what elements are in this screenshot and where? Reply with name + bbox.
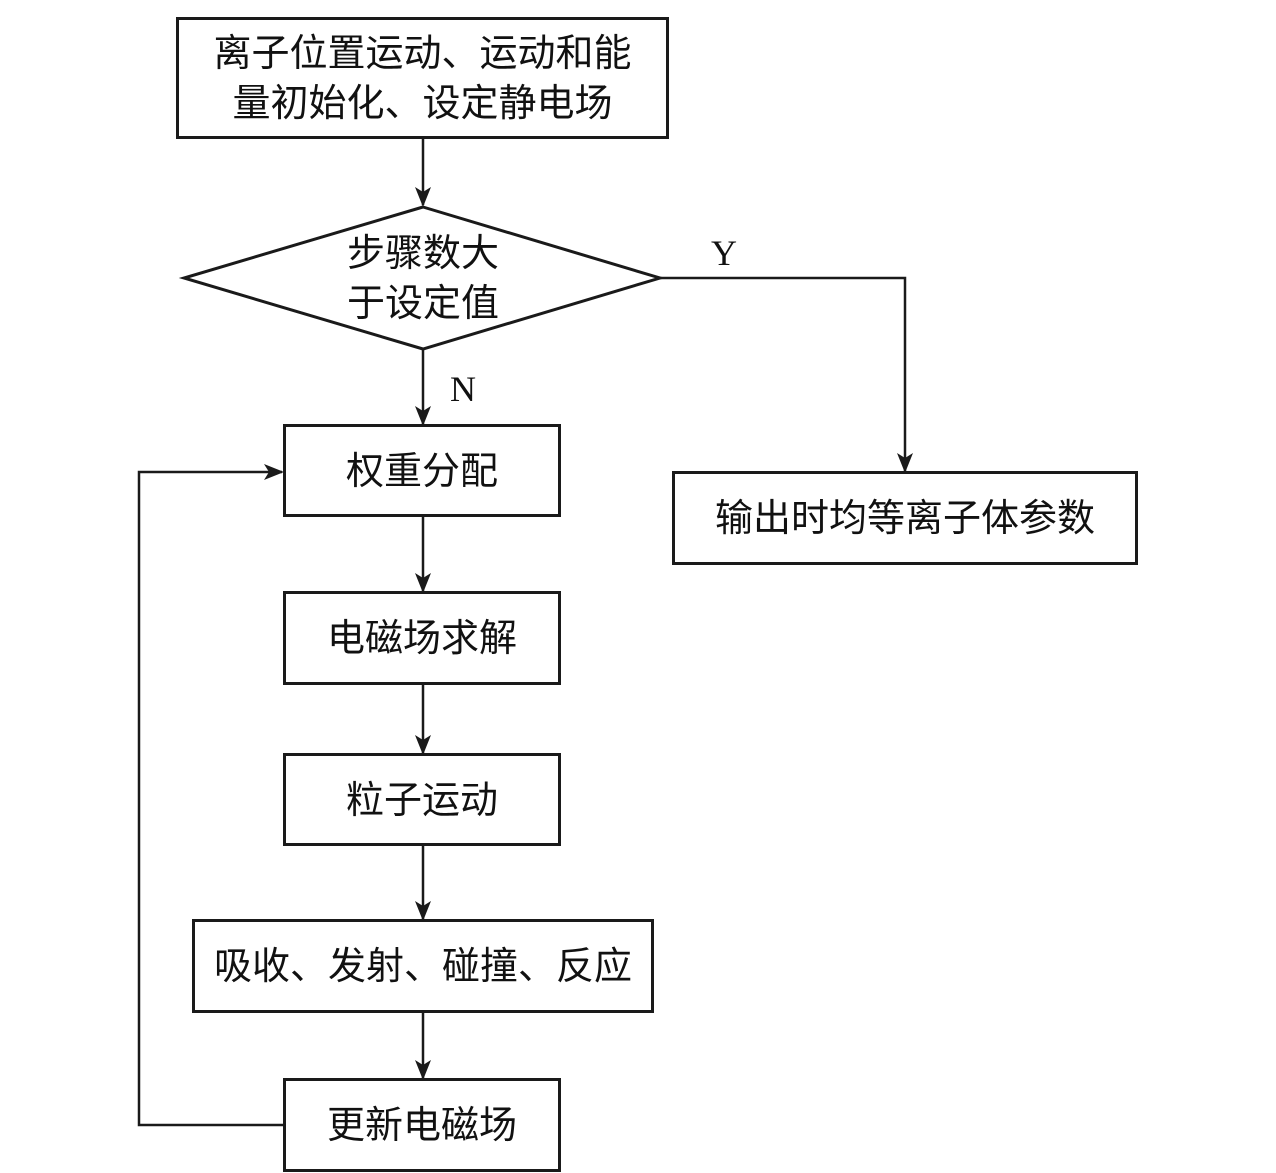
- yes-label: Y: [711, 233, 737, 273]
- decision-text-line1: 步骤数大: [346, 231, 499, 275]
- decision-diamond: [178, 205, 666, 351]
- collisions-box: 吸收、发射、碰撞、反应: [192, 919, 654, 1013]
- decision-text-line2: 于设定值: [346, 281, 499, 325]
- particle-motion-box: 粒子运动: [283, 753, 561, 846]
- weight-box: 权重分配: [283, 424, 561, 517]
- arrow-loop-back: [137, 464, 284, 1127]
- arrow-decision-to-output: [660, 276, 913, 473]
- init-text-line1: 离子位置运动、运动和能: [213, 31, 632, 75]
- init-text-line2: 量初始化、设定静电场: [232, 81, 613, 125]
- output-box: 输出时均等离子体参数: [672, 471, 1138, 565]
- no-label: N: [450, 369, 476, 409]
- decision-text: 步骤数大 于设定值: [293, 228, 553, 328]
- init-box: 离子位置运动、运动和能 量初始化、设定静电场: [176, 17, 669, 139]
- update-field-box: 更新电磁场: [283, 1078, 561, 1172]
- em-solve-box: 电磁场求解: [283, 591, 561, 685]
